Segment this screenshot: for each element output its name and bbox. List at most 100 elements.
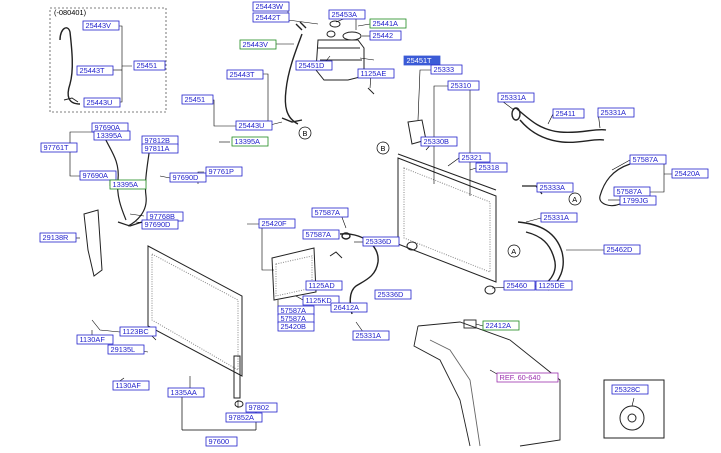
part-number-label[interactable]: 97852A [229, 413, 255, 422]
part-number-label[interactable]: 13395A [113, 180, 139, 189]
part-number-label[interactable]: 97690D [173, 173, 199, 182]
part-label-box[interactable] [374, 289, 412, 300]
part-label-box[interactable] [369, 30, 402, 41]
part-label-box[interactable] [167, 387, 205, 398]
part-number-label[interactable]: 57587A [315, 208, 341, 217]
part-label-box[interactable] [112, 380, 150, 391]
part-number-label[interactable]: 1123BC [123, 327, 150, 336]
part-number-label[interactable]: 13395A [97, 131, 123, 140]
part-label-box[interactable] [226, 69, 264, 80]
part-label-box[interactable] [119, 326, 157, 337]
part-label-box[interactable] [76, 334, 114, 345]
part-label-box[interactable] [245, 402, 278, 413]
part-number-label[interactable]: 25451D [299, 61, 325, 70]
part-number-label[interactable]: 97811A [145, 144, 170, 153]
part-number-label[interactable]: 25443V [243, 40, 269, 49]
part-number-label[interactable]: 25411 [556, 109, 576, 118]
part-number-label[interactable]: 25420A [675, 169, 701, 178]
part-number-label[interactable]: 25420B [281, 322, 307, 331]
part-label-box[interactable] [311, 207, 349, 218]
part-label-box[interactable] [458, 152, 491, 163]
part-number-label[interactable]: 25331A [501, 93, 527, 102]
part-label-box[interactable] [83, 97, 121, 108]
part-label-box[interactable] [205, 166, 243, 177]
part-number-label[interactable]: 25442 [373, 31, 394, 40]
part-number-label[interactable]: 25333 [434, 65, 455, 74]
part-number-label[interactable]: 25443T [80, 66, 106, 75]
part-label-box[interactable] [611, 384, 649, 395]
part-label-box[interactable] [552, 108, 585, 119]
part-number-label[interactable]: 25460 [507, 281, 528, 290]
part-label-box[interactable] [225, 412, 263, 423]
part-label-box[interactable] [328, 9, 366, 20]
part-number-label[interactable]: 1130AF [116, 381, 142, 390]
part-number-label[interactable]: 97761P [209, 167, 235, 176]
part-number-label[interactable]: 25330B [424, 137, 450, 146]
part-number-label[interactable]: 25420F [262, 219, 288, 228]
part-number-label[interactable]: 29138R [43, 233, 69, 242]
part-label-box[interactable] [181, 94, 214, 105]
part-label-box[interactable] [205, 436, 238, 447]
part-label-box[interactable] [252, 12, 290, 23]
part-number-label[interactable]: 25462D [607, 245, 633, 254]
part-number-label[interactable]: 25451 [185, 95, 206, 104]
part-number-label[interactable]: 25310 [451, 81, 472, 90]
part-label-box[interactable] [169, 172, 207, 183]
part-label-box[interactable] [302, 229, 340, 240]
part-number-label[interactable]: 1335AA [171, 388, 197, 397]
part-label-box[interactable] [82, 20, 120, 31]
part-number-label[interactable]: 97768B [150, 212, 176, 221]
part-number-label[interactable]: 57587A [281, 306, 307, 315]
part-number-label[interactable]: 25331A [601, 108, 627, 117]
part-label-box[interactable] [352, 330, 390, 341]
part-number-label[interactable]: 1125AE [361, 69, 387, 78]
part-number-label[interactable]: 25451 [137, 61, 158, 70]
part-number-label[interactable]: 25443V [86, 21, 112, 30]
part-number-label[interactable]: 25321 [462, 153, 483, 162]
part-number-label[interactable]: 57587A [281, 314, 307, 323]
part-label-box[interactable] [603, 244, 641, 255]
part-label-box[interactable] [235, 120, 273, 131]
part-label-box[interactable] [79, 170, 117, 181]
part-label-box[interactable] [619, 195, 657, 206]
part-number-label[interactable]: 25331A [356, 331, 382, 340]
part-label-box[interactable] [540, 212, 578, 223]
part-number-label[interactable]: 97690D [145, 220, 171, 229]
part-number-label[interactable]: 25443U [239, 121, 265, 130]
part-number-label[interactable]: 25442T [256, 13, 282, 22]
part-label-box[interactable] [76, 65, 114, 76]
part-label-box[interactable] [109, 179, 147, 190]
part-label-box[interactable] [420, 136, 458, 147]
part-number-label[interactable]: 26412A [334, 303, 360, 312]
part-label-box[interactable] [362, 236, 400, 247]
part-number-label[interactable]: REF. 60-640 [500, 373, 541, 382]
part-label-box[interactable] [305, 280, 343, 291]
part-label-box[interactable] [239, 39, 277, 50]
part-number-label[interactable]: 97690A [83, 171, 109, 180]
part-number-label[interactable]: 1130AF [80, 335, 106, 344]
part-number-label[interactable]: 97600 [209, 437, 230, 446]
part-label-box[interactable] [330, 302, 368, 313]
part-label-box[interactable] [39, 232, 77, 243]
part-label-box[interactable] [496, 372, 559, 383]
part-number-label[interactable]: 25318 [479, 163, 500, 172]
part-label-box[interactable] [482, 320, 520, 331]
part-number-label[interactable]: 25443T [230, 70, 256, 79]
part-label-box[interactable] [475, 162, 508, 173]
part-number-label[interactable]: 25453A [332, 10, 358, 19]
part-label-box[interactable] [141, 219, 179, 230]
part-label-box[interactable] [107, 344, 145, 355]
part-number-label[interactable]: 25441A [373, 19, 399, 28]
part-label-box[interactable] [403, 55, 441, 66]
part-number-label[interactable]: 1799JG [623, 196, 649, 205]
part-label-box[interactable] [252, 1, 290, 12]
part-number-label[interactable]: 57587A [617, 187, 643, 196]
part-number-label[interactable]: 25336D [366, 237, 392, 246]
part-number-label[interactable]: 57587A [633, 155, 659, 164]
part-number-label[interactable]: 97812B [145, 136, 171, 145]
part-label-box[interactable] [231, 136, 269, 147]
part-label-box[interactable] [430, 64, 463, 75]
part-number-label[interactable]: 25443W [256, 2, 284, 11]
part-label-box[interactable] [40, 142, 78, 153]
part-number-label[interactable]: 25328C [615, 385, 642, 394]
